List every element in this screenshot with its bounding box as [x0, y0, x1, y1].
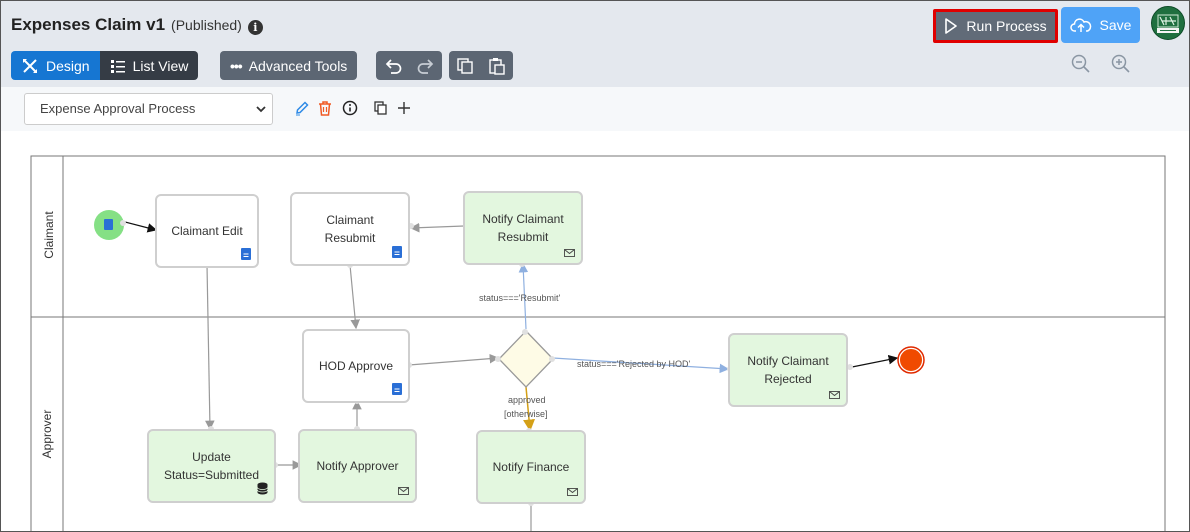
claimant-resubmit-task[interactable]: Claimant Resubmit: [290, 192, 410, 266]
undo-icon: [385, 58, 401, 74]
info-icon[interactable]: i: [247, 20, 263, 35]
copy-button[interactable]: [449, 51, 481, 80]
title-row: Expenses Claim v1 (Published) i: [11, 15, 263, 35]
save-button[interactable]: Save: [1061, 7, 1140, 43]
chevron-down-icon: [256, 106, 266, 113]
cloud-upload-icon: [1069, 18, 1091, 32]
copy-paste-group: [449, 51, 513, 80]
form-icon: [392, 246, 402, 258]
redo-button[interactable]: [409, 51, 442, 80]
view-toggle: Design List View: [11, 51, 199, 80]
more-icon: •••: [230, 57, 243, 74]
node-label: HOD Approve: [318, 359, 394, 373]
header-bar: Expenses Claim v1 (Published) i Run Proc…: [1, 1, 1189, 87]
list-view-tab[interactable]: List View: [99, 51, 199, 80]
node-label: Notify Claimant Rejected: [747, 354, 829, 386]
list-icon: [110, 59, 125, 73]
lane-approver-label: Approver: [40, 409, 54, 459]
node-label: Notify Approver: [316, 459, 399, 473]
notify-approver-task[interactable]: Notify Approver: [298, 429, 417, 503]
user-avatar[interactable]: [1151, 6, 1185, 40]
notify-claimant-rejected-task[interactable]: Notify Claimant Rejected: [728, 333, 848, 407]
edge-label-otherwise: [otherwise]: [504, 409, 548, 419]
edge-label-approved: approved: [508, 395, 546, 405]
lane-claimant-label: Claimant: [42, 211, 56, 259]
process-select[interactable]: Expense Approval Process: [24, 93, 273, 125]
save-label: Save: [1099, 17, 1132, 33]
add-icon[interactable]: [396, 100, 412, 116]
mail-icon: [829, 391, 840, 399]
copy-icon: [457, 57, 473, 74]
undo-button[interactable]: [376, 51, 409, 80]
node-label: Notify Claimant Resubmit: [482, 212, 564, 244]
zoom-in-icon[interactable]: [1110, 53, 1132, 75]
list-view-label: List View: [132, 57, 189, 74]
process-select-value: Expense Approval Process: [40, 101, 196, 116]
mail-icon: [567, 488, 578, 496]
trash-icon[interactable]: [317, 100, 333, 116]
advanced-tools-group: ••• Advanced Tools: [220, 51, 358, 80]
mail-icon: [564, 249, 575, 257]
edge-label-resubmit: status==='Resubmit': [479, 293, 561, 303]
update-status-task[interactable]: Update Status=Submitted: [147, 429, 276, 503]
design-tab[interactable]: Design: [11, 51, 100, 80]
notify-claimant-resubmit-task[interactable]: Notify Claimant Resubmit: [463, 191, 583, 265]
paste-button[interactable]: [481, 51, 513, 80]
duplicate-icon[interactable]: [373, 100, 389, 116]
advanced-tools-label: Advanced Tools: [248, 57, 348, 74]
node-label: Claimant Edit: [171, 224, 243, 238]
app-title: Expenses Claim v1: [11, 15, 166, 34]
advanced-tools-button[interactable]: ••• Advanced Tools: [220, 51, 358, 80]
run-process-label: Run Process: [966, 18, 1047, 34]
hod-approve-task[interactable]: HOD Approve: [302, 329, 410, 403]
design-icon: [23, 58, 37, 73]
end-event[interactable]: [897, 346, 925, 374]
edit-icon[interactable]: [294, 100, 310, 116]
mail-icon: [398, 487, 409, 495]
zoom-out-icon[interactable]: [1070, 53, 1092, 75]
notify-finance-task[interactable]: Notify Finance: [476, 430, 586, 504]
edge-label-rejected: status==='Rejected by HOD': [577, 359, 691, 369]
claimant-edit-task[interactable]: Claimant Edit: [155, 194, 259, 268]
publish-status: (Published): [171, 17, 242, 33]
form-icon: [241, 248, 251, 260]
database-icon: [257, 482, 268, 495]
design-label: Design: [46, 57, 90, 74]
play-icon: [945, 18, 958, 34]
diagram-canvas[interactable]: Claimant Approver Claimant Edit Claimant…: [1, 131, 1189, 531]
node-label: Update Status=Submitted: [163, 450, 260, 482]
process-info-icon[interactable]: [342, 100, 358, 116]
undo-redo-group: [376, 51, 442, 80]
avatar-image: [1152, 7, 1184, 39]
diagram-lines: [30, 155, 1166, 531]
paste-icon: [489, 57, 505, 75]
node-label: Claimant Resubmit: [324, 213, 376, 245]
run-process-button[interactable]: Run Process: [933, 9, 1058, 43]
decision-gateway[interactable]: [498, 330, 554, 388]
redo-icon: [417, 58, 433, 74]
form-icon: [392, 383, 402, 395]
node-label: Notify Finance: [492, 460, 570, 474]
